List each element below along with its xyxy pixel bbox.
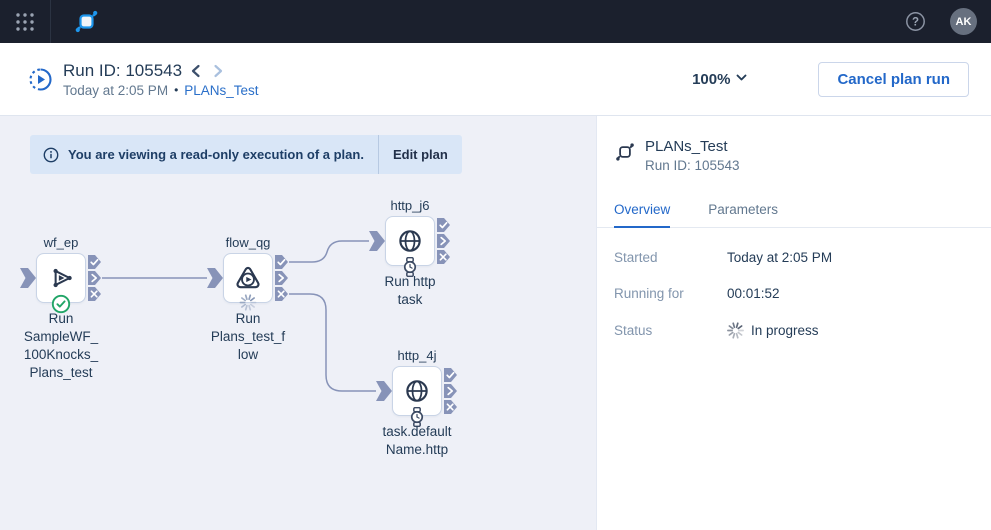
app-grid-icon[interactable] <box>14 11 36 33</box>
failure-port-icon[interactable] <box>275 287 288 301</box>
plan-dark-icon <box>614 141 636 163</box>
plan-node-flow_qg: flow_qg Run Plans_test_f low <box>207 235 288 362</box>
subtitle-bullet: • <box>174 83 179 97</box>
node-id-label: flow_qg <box>225 235 271 250</box>
input-port-icon[interactable] <box>369 231 385 251</box>
http-globe-icon <box>402 376 432 406</box>
success-port-icon[interactable] <box>444 368 457 382</box>
plan-node-http_4j: http_4j task.default Name.http <box>376 348 457 457</box>
detail-label: Started <box>614 250 658 265</box>
plan-logo-icon[interactable] <box>73 8 100 35</box>
input-port-icon[interactable] <box>376 381 392 401</box>
detail-row-started: Started Today at 2:05 PM <box>614 250 974 265</box>
spinner-icon <box>239 294 257 311</box>
page-title: Run ID: 105543 <box>63 60 183 80</box>
node-id-label: http_j6 <box>390 198 430 213</box>
panel-plan-title: PLANs_Test <box>645 138 728 155</box>
success-port-icon[interactable] <box>275 255 288 269</box>
plan-canvas[interactable]: You are viewing a read-only execution of… <box>0 116 596 530</box>
flow-run-icon <box>233 263 263 293</box>
run-subtitle: Today at 2:05 PM • PLANs_Test <box>63 83 259 98</box>
output-port-icon[interactable] <box>88 271 101 285</box>
success-badge-icon <box>51 294 71 314</box>
plan-node-wf_ep: wf_ep Run SampleWF_ 100Knocks_ Plans_tes… <box>20 235 101 380</box>
run-circle-icon <box>28 67 53 92</box>
panel-rows: Started Today at 2:05 PM Running for 00:01:… <box>597 228 991 339</box>
zoom-level-dropdown[interactable]: 100% <box>692 71 748 88</box>
edge-flow_qg:failure-http_4j:in <box>289 293 376 392</box>
chevron-down-icon <box>735 71 748 88</box>
output-port-icon[interactable] <box>437 234 450 248</box>
node-task-label: task.default Name.http <box>382 424 452 457</box>
plan-node-http_j6: http_j6 Run http task <box>369 198 450 307</box>
chevron-right-icon[interactable] <box>210 63 226 79</box>
user-avatar[interactable]: AK <box>950 8 977 35</box>
detail-value: Today at 2:05 PM <box>727 250 833 265</box>
readonly-banner-text: You are viewing a read-only execution of… <box>68 147 364 162</box>
workflow-run-icon <box>46 263 76 293</box>
node-task-label: Run Plans_test_f low <box>210 311 286 362</box>
plan-name-link[interactable]: PLANs_Test <box>184 82 259 98</box>
help-icon[interactable]: ? <box>905 11 926 32</box>
zoom-level-value: 100% <box>692 70 731 88</box>
top-navbar: ? AK <box>0 0 991 43</box>
edge-flow_qg:success-http_j6:in <box>289 240 369 263</box>
tab-parameters[interactable]: Parameters <box>708 202 779 217</box>
output-port-icon[interactable] <box>444 384 457 398</box>
pending-watch-icon <box>410 407 425 427</box>
input-port-icon[interactable] <box>20 268 36 288</box>
detail-value: In progress <box>751 323 819 338</box>
node-box-wf_ep[interactable] <box>36 253 86 303</box>
failure-port-icon[interactable] <box>437 250 450 264</box>
readonly-banner: You are viewing a read-only execution of… <box>30 135 462 174</box>
failure-port-icon[interactable] <box>444 400 457 414</box>
detail-row-running-for: Running for 00:01:52 <box>614 286 974 301</box>
run-details-panel: PLANs_Test Run ID: 105543 Overview Parame… <box>596 116 991 530</box>
node-box-flow_qg[interactable] <box>223 253 273 303</box>
detail-label: Running for <box>614 286 684 301</box>
navbar-divider <box>50 0 51 43</box>
run-start-time: Today at 2:05 PM <box>63 82 169 98</box>
node-task-label: Run http task <box>384 274 436 307</box>
detail-value: 00:01:52 <box>727 286 780 301</box>
edit-plan-button[interactable]: Edit plan <box>392 147 448 162</box>
plan-edges <box>102 240 376 392</box>
detail-label: Status <box>614 323 653 338</box>
detail-row-status: Status In progress <box>614 322 974 339</box>
output-port-icon[interactable] <box>275 271 288 285</box>
tab-overview[interactable]: Overview <box>614 202 671 228</box>
svg-text:?: ? <box>912 17 919 29</box>
panel-run-id: Run ID: 105543 <box>645 158 740 173</box>
pending-watch-icon <box>403 257 418 277</box>
chevron-left-icon[interactable] <box>188 63 204 79</box>
success-port-icon[interactable] <box>437 218 450 232</box>
node-task-label: Run SampleWF_ 100Knocks_ Plans_test <box>23 311 99 380</box>
node-id-label: wf_ep <box>43 235 79 250</box>
input-port-icon[interactable] <box>207 268 223 288</box>
failure-port-icon[interactable] <box>88 287 101 301</box>
node-id-label: http_4j <box>397 348 437 363</box>
banner-divider <box>377 135 379 174</box>
run-header: Run ID: 105543 Today at 2:05 PM • PLANs_… <box>0 43 991 116</box>
info-icon <box>43 147 59 163</box>
http-globe-icon <box>395 226 425 256</box>
success-port-icon[interactable] <box>88 255 101 269</box>
cancel-plan-run-button[interactable]: Cancel plan run <box>818 61 969 97</box>
spinner-icon <box>727 322 744 339</box>
panel-tabs: Overview Parameters <box>597 202 991 228</box>
